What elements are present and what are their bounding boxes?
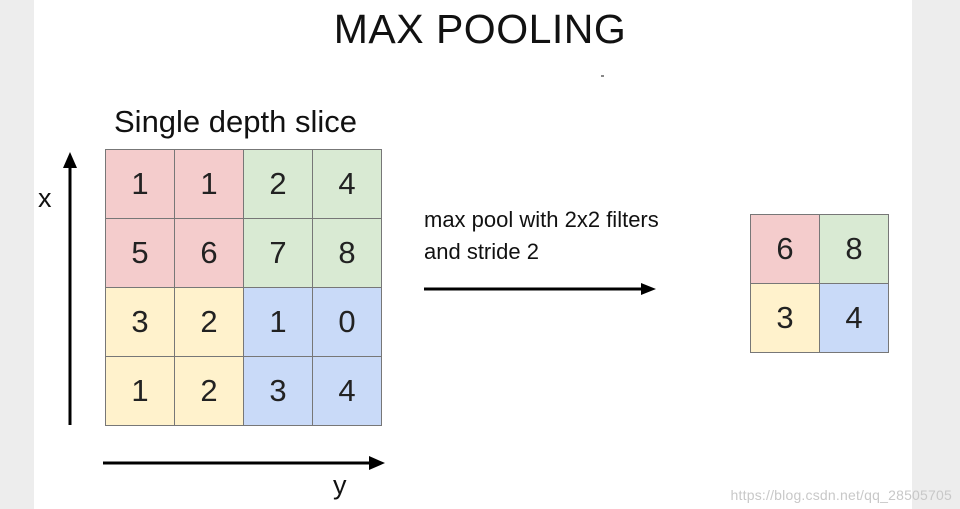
input-cell-r2-c2: 1 <box>244 288 313 357</box>
input-cell-r3-c3: 4 <box>313 357 382 426</box>
diagram-subtitle: Single depth slice <box>114 104 357 139</box>
caption-line-2: and stride 2 <box>424 239 539 264</box>
input-cell-r1-c3: 8 <box>313 219 382 288</box>
input-cell-r3-c0: 1 <box>106 357 175 426</box>
pooling-arrow-head <box>641 283 656 295</box>
input-cell-r1-c1: 6 <box>175 219 244 288</box>
output-cell-r1-c1: 4 <box>820 284 889 353</box>
input-cell-r1-c2: 7 <box>244 219 313 288</box>
input-grid: 1 1 2 4 5 6 7 8 3 2 1 0 1 2 3 4 <box>105 149 382 426</box>
watermark: https://blog.csdn.net/qq_28505705 <box>730 487 952 503</box>
page-title: MAX POOLING <box>333 6 627 52</box>
input-cell-r2-c1: 2 <box>175 288 244 357</box>
input-cell-r3-c1: 2 <box>175 357 244 426</box>
input-cell-r0-c0: 1 <box>106 150 175 219</box>
input-cell-r0-c2: 2 <box>244 150 313 219</box>
input-cell-r1-c0: 5 <box>106 219 175 288</box>
output-cell-r1-c0: 3 <box>751 284 820 353</box>
input-cell-r0-c1: 1 <box>175 150 244 219</box>
input-cell-r3-c2: 3 <box>244 357 313 426</box>
input-cell-r2-c0: 3 <box>106 288 175 357</box>
x-axis-arrow-head <box>63 152 77 168</box>
pooling-caption: max pool with 2x2 filters and stride 2 <box>424 204 659 268</box>
y-axis-arrow-head <box>369 456 385 470</box>
stray-dot <box>601 75 604 77</box>
input-cell-r2-c3: 0 <box>313 288 382 357</box>
vertical-axis-label: x <box>38 183 52 213</box>
output-grid: 6 8 3 4 <box>750 214 889 353</box>
input-cell-r0-c3: 4 <box>313 150 382 219</box>
caption-line-1: max pool with 2x2 filters <box>424 207 659 232</box>
output-cell-r0-c0: 6 <box>751 215 820 284</box>
output-cell-r0-c1: 8 <box>820 215 889 284</box>
horizontal-axis-label: y <box>333 470 347 500</box>
